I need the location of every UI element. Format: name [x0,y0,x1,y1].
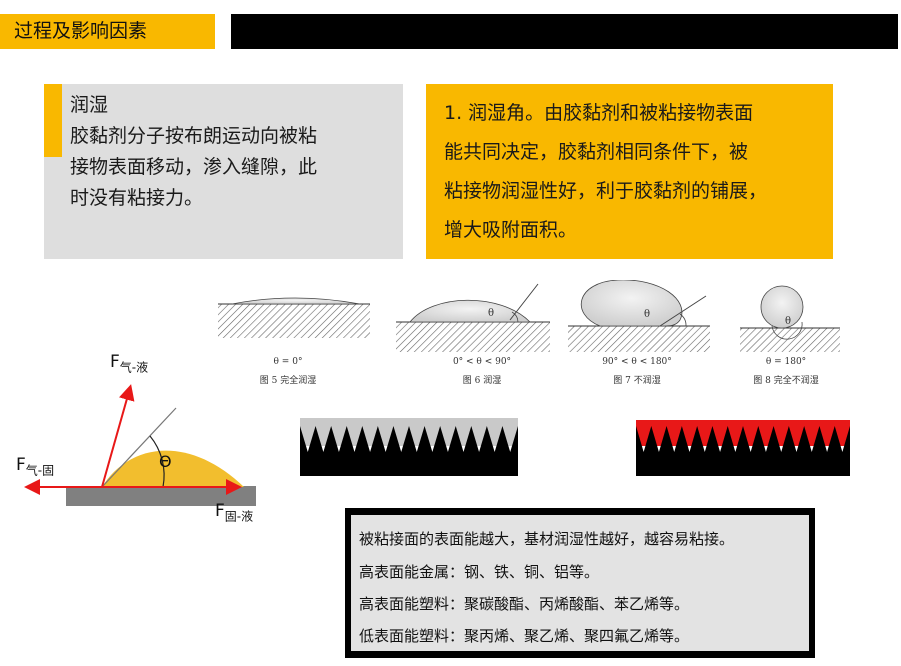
note-line: 被粘接面的表面能越大，基材润湿性越好，越容易粘接。 [359,530,735,548]
contact-angle-line: 增大吸附面积。 [444,219,578,241]
rough-surface-filled [636,420,850,476]
contact-angle-line: 1. 润湿角。由胶黏剂和被粘接物表面 [444,102,754,124]
force-gas-liquid-label: F气-液 [110,352,149,375]
gas-liquid-arrow [101,384,135,488]
angle-arc [149,435,165,488]
contact-angle-figures [218,280,840,352]
wetting-heading: 润湿 [70,94,109,116]
section-title: 过程及影响因素 [0,14,215,49]
rough-surface-unfilled [300,418,518,476]
contact-angle-text: 1. 润湿角。由胶黏剂和被粘接物表面 能共同决定，胶黏剂相同条件下，被 粘接物润… [444,94,826,250]
figure-complete-non-wetting [740,285,840,352]
tangent-line [101,407,177,488]
figure-complete-wetting [218,297,370,338]
wetting-text: 润湿 胶黏剂分子按布朗运动向被粘 接物表面移动，渗入缝隙，此 时没有粘接力。 [70,90,390,214]
figure-wetting [396,283,550,352]
figure-non-wetting [568,280,710,352]
force-solid-liquid-label: F固-液 [215,501,254,524]
wetting-box [44,84,403,259]
wetting-line: 胶黏剂分子按布朗运动向被粘 [70,125,318,147]
theta-symbol: Θ [159,452,172,471]
contact-angle-line: 能共同决定，胶黏剂相同条件下，被 [444,141,749,163]
header-bar [231,14,898,49]
note-line: 高表面能金属：钢、铁、铜、铝等。 [359,563,600,581]
figure-angle-label: 90° < θ < 180° [602,357,672,367]
contact-angle-line: 粘接物润湿性好，利于胶黏剂的铺展， [444,180,768,202]
wetting-line: 时没有粘接力。 [70,187,204,209]
figure-angle-label: θ = 0° [273,357,303,367]
figure-caption: 图 8 完全不润湿 [753,376,819,386]
note-line: 低表面能塑料：聚丙烯、聚乙烯、聚四氟乙烯等。 [359,627,690,645]
force-diagram [24,384,256,506]
theta-label: θ [644,309,651,320]
surface-energy-note-inner [351,515,809,651]
wetting-accent-bar [44,84,62,157]
figure-caption: 图 7 不润湿 [613,376,661,386]
wetting-line: 接物表面移动，渗入缝隙，此 [70,156,318,178]
theta-label: θ [785,316,792,327]
figure-caption: 图 5 完全润湿 [259,376,317,386]
force-gas-solid-label: F气-固 [16,455,55,478]
theta-label: θ [488,308,495,319]
liquid-droplet [102,450,244,487]
figure-angle-label: θ = 180° [765,357,807,367]
figure-caption: 图 6 润湿 [462,376,502,386]
note-line: 高表面能塑料：聚碳酸酯、丙烯酸酯、苯乙烯等。 [359,595,690,613]
solid-substrate [66,486,256,506]
figure-angle-label: 0° < θ < 90° [452,357,512,367]
contact-angle-box [426,84,833,259]
